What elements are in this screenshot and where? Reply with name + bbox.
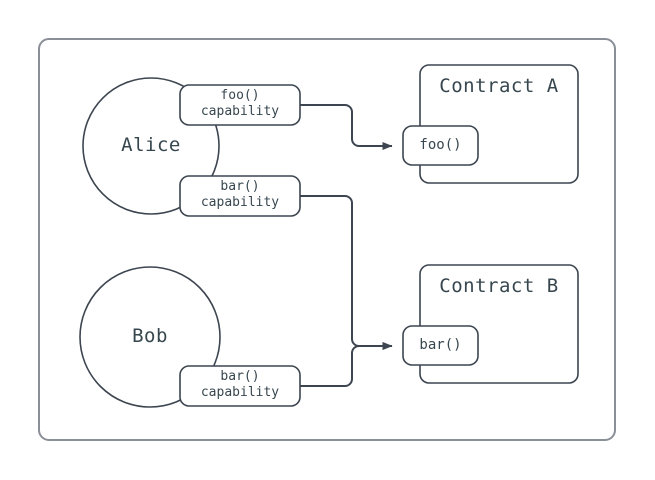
contract-b-bar-box[interactable] [402, 325, 479, 366]
edge-alice-foo [300, 104, 393, 150]
alice-foo-capability-box[interactable] [179, 84, 301, 126]
alice-bar-capability-box[interactable] [179, 175, 301, 217]
bob-bar-capability-box[interactable] [179, 365, 301, 407]
edge-bob-bar [300, 342, 393, 387]
contract-a-foo-box[interactable] [402, 125, 479, 166]
